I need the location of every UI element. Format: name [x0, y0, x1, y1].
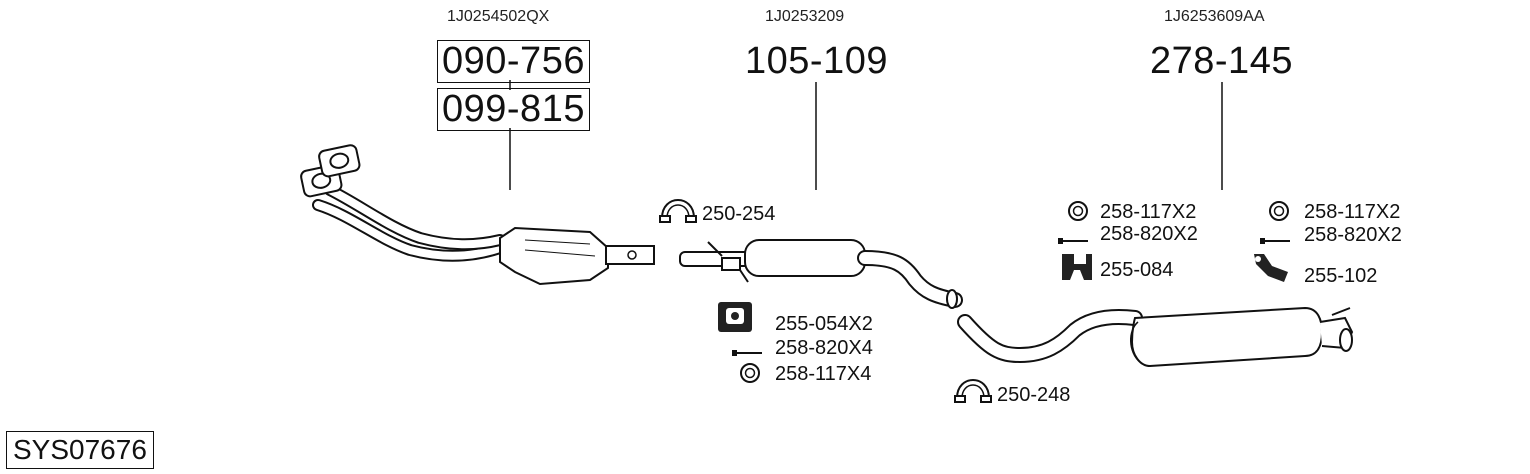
oem-number-cat: 1J0254502QX	[447, 8, 550, 25]
fitting-label-mid-bolt[interactable]: 258-820X4	[775, 337, 873, 359]
system-code: SYS07676	[6, 431, 154, 469]
fitting-label-mid-ring[interactable]: 258-117X4	[775, 363, 872, 385]
fitting-label-rear-bracket-2[interactable]: 255-102	[1304, 265, 1378, 287]
rear-silencer	[957, 306, 1354, 368]
flange-2	[318, 144, 361, 178]
fitting-label-rear-ring-1[interactable]: 258-117X2	[1100, 201, 1197, 223]
clamp-icon	[659, 198, 697, 223]
fitting-label-clamp-rear[interactable]: 250-248	[997, 384, 1071, 406]
fitting-label-rear-bolt-1[interactable]: 258-820X2	[1100, 223, 1198, 245]
fitting-label-mid-rubber[interactable]: 255-054X2	[775, 313, 873, 335]
middle-silencer	[679, 239, 963, 309]
ring-icon	[1068, 201, 1088, 221]
bolt-icon	[1058, 238, 1088, 244]
part-number-cat-primary[interactable]: 090-756	[437, 40, 590, 83]
fitting-label-rear-ring-2[interactable]: 258-117X2	[1304, 201, 1401, 223]
rubber-hanger-icon	[1062, 254, 1092, 280]
fitting-label-rear-rubber-1[interactable]: 255-084	[1100, 259, 1174, 281]
clamp-icon	[954, 378, 992, 403]
catalytic-converter	[499, 226, 609, 286]
front-pipe-catalyst	[300, 144, 655, 286]
part-number-middle[interactable]: 105-109	[745, 40, 888, 82]
part-number-rear[interactable]: 278-145	[1150, 40, 1293, 82]
bolt-icon	[732, 350, 762, 356]
oem-number-rear: 1J6253609AA	[1164, 8, 1265, 25]
fitting-label-clamp-front[interactable]: 250-254	[702, 203, 776, 225]
rubber-mount-icon	[718, 302, 752, 332]
ring-icon	[740, 363, 760, 383]
ring-icon	[1269, 201, 1289, 221]
bracket-icon	[1254, 254, 1288, 282]
oem-number-middle: 1J0253209	[765, 8, 845, 25]
fitting-label-rear-bolt-2[interactable]: 258-820X2	[1304, 224, 1402, 246]
part-number-cat-secondary[interactable]: 099-815	[437, 88, 590, 131]
bolt-icon	[1260, 238, 1290, 244]
